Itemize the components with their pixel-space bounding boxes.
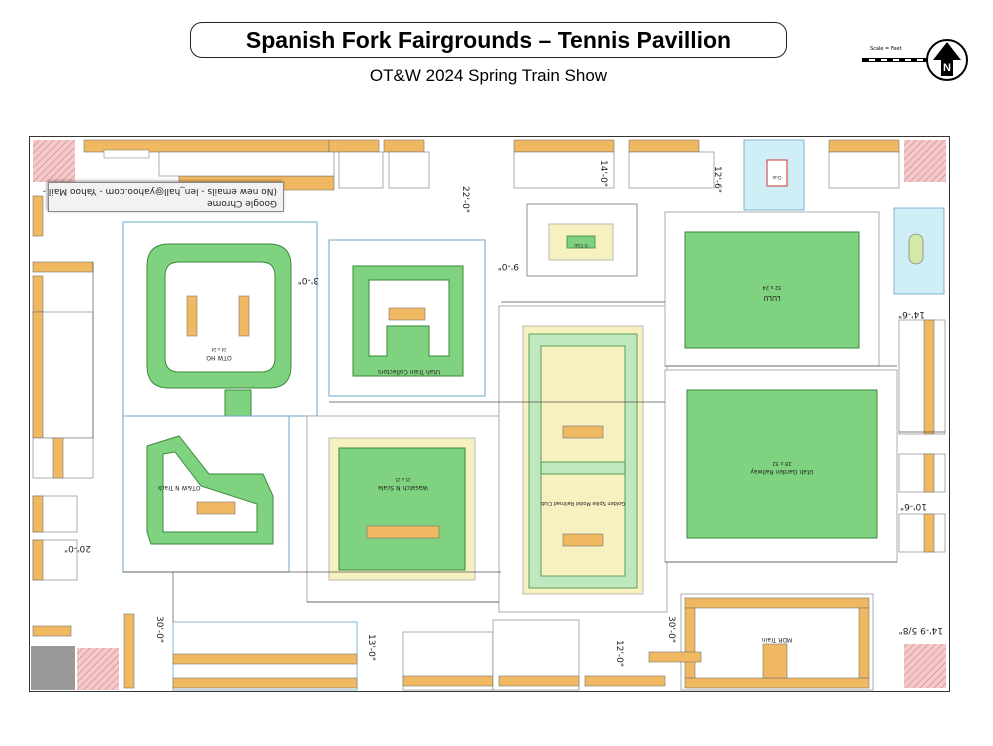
dimension-label: 10'-6" (900, 501, 927, 511)
garden-layout (686, 389, 878, 539)
scale-label: Scale = Feet (870, 46, 902, 52)
otw-ho-layout (146, 243, 292, 389)
storage-area (31, 646, 75, 690)
corner-zone (904, 644, 946, 688)
dimension-label: 12'-0" (614, 640, 624, 667)
dimension-label: 20'-0" (64, 543, 91, 553)
dimension-label: 30'-0" (666, 616, 676, 643)
dimension-label: 12'-6" (712, 166, 722, 193)
bottom-vendor-row (172, 619, 702, 691)
dimension-label: 30'-0" (154, 616, 164, 643)
lulu-size: 32 x 24 (763, 284, 782, 290)
popup-title: Google Chrome (207, 198, 277, 208)
wasatch-size: 25 x 25 (395, 477, 411, 482)
dimension-label: 22'-0" (460, 186, 470, 213)
lulu-layout (684, 231, 860, 349)
utc-layout (352, 265, 464, 377)
garden-label: Utah Garden Railway (750, 468, 814, 475)
golden-spike-layout (528, 333, 638, 589)
dimension-label: 14'-6" (898, 309, 925, 319)
page-title: Spanish Fork Fairgrounds – Tennis Pavill… (190, 22, 787, 58)
north-label: N (943, 62, 951, 74)
mdr-label: MDR Train (762, 636, 792, 643)
page-subtitle: OT&W 2024 Spring Train Show (369, 66, 608, 85)
floor-plan: OTW HO 24 x 24 Utah Train Collectors OT&… (29, 136, 950, 692)
right-vendor-column: Club (743, 139, 946, 553)
corner-zone (33, 140, 75, 182)
north-arrow-icon: N (926, 39, 968, 81)
otw-ho-size: 24 x 24 (211, 347, 227, 352)
popup-message: (No new emails - len_hall@yahoo.com - Ya… (42, 186, 277, 196)
garden-size: 28 x 32 (773, 460, 792, 466)
dimension-label: 14'-0" (598, 160, 608, 187)
dimension-label: 9'-0" (498, 261, 519, 271)
otw-ho-label: OTW HO (206, 354, 232, 361)
corner-zone (904, 140, 946, 182)
dimension-label: 13'-0" (366, 634, 376, 661)
o-club-label: O Club (574, 243, 588, 248)
lulu-label: LULU (763, 294, 780, 302)
wasatch-layout (338, 447, 466, 571)
dimension-label: 3'-0" (298, 275, 319, 285)
wasatch-label: Wasatch N Scale (378, 484, 428, 491)
partition-lines (92, 262, 945, 622)
left-vendor-column (32, 195, 135, 689)
utc-label: Utah Train Collectors (378, 368, 440, 375)
corner-zone (77, 648, 119, 690)
browser-notification-popup[interactable]: Google Chrome (No new emails - len_hall@… (42, 182, 284, 212)
dimension-label: 14'-9 5/8" (899, 625, 943, 635)
golden-spike-label: Golden Spike Model Railroad Club (541, 500, 625, 506)
n-track-label: OT&W N Track (157, 484, 201, 491)
n-track-layout (146, 435, 274, 545)
club-label: Club (772, 175, 781, 180)
